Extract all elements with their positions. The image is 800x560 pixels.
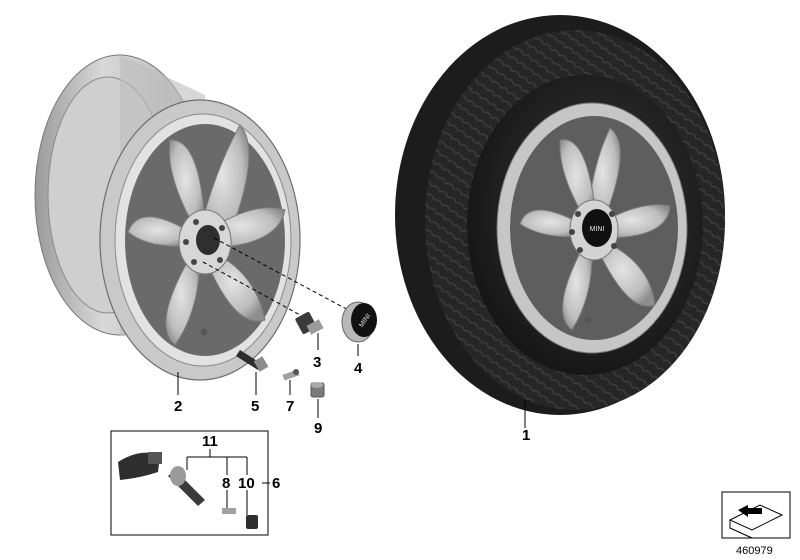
sensor-nut-part-10 (246, 515, 258, 529)
sensor-valve-core-part-8b (222, 508, 236, 514)
wheel-logo-text: MINI (590, 226, 605, 233)
callout-3: 3 (313, 354, 321, 371)
leader-lines (177, 333, 526, 515)
wheel-bolt-part-3 (295, 312, 324, 335)
valve-core-part-7 (282, 369, 300, 381)
callout-2: 2 (174, 398, 182, 415)
valve-part-5 (236, 350, 269, 372)
valve-cap-part-9 (310, 382, 325, 398)
complete-wheel-part-1: MINI (395, 15, 725, 415)
callout-7: 7 (286, 398, 294, 415)
center-cap-part-4: MINI (341, 301, 377, 343)
assembly-line-bolt (202, 261, 303, 317)
assembly-line-cap (213, 237, 353, 313)
callout-4: 4 (354, 360, 363, 377)
callout-5: 5 (251, 398, 259, 415)
tpms-sensor-part-11 (118, 452, 162, 480)
callout-11: 11 (202, 433, 218, 450)
sensor-valve-part-8 (168, 466, 205, 506)
callout-9: 9 (314, 420, 322, 437)
callout-6: 6 (272, 475, 280, 492)
callout-1: 1 (522, 427, 530, 444)
rim-part-2 (34, 54, 301, 381)
corner-symbol (721, 491, 791, 539)
callout-8: 8 (222, 475, 230, 492)
document-number: 460979 (736, 545, 773, 557)
callout-10: 10 (238, 475, 255, 492)
